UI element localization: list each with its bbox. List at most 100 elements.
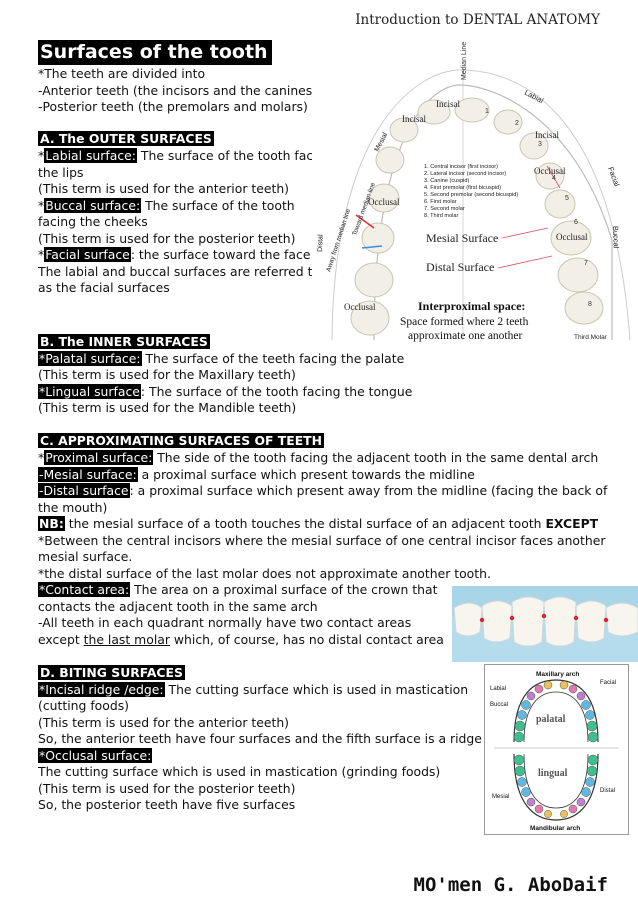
tooth-number: 8 — [588, 301, 592, 308]
tooth — [521, 787, 531, 797]
tooth-number: 6 — [574, 219, 578, 226]
upper-arch — [513, 679, 599, 743]
tooth-left-molar — [354, 262, 394, 298]
tooth — [560, 810, 568, 818]
tooth-numbers: 1 2 3 4 5 6 7 8 — [485, 108, 592, 308]
front-teeth — [453, 596, 638, 647]
contact-note: -All teeth in each quadrant normally hav… — [38, 615, 412, 630]
contact-line: *Contact area: The area on a proximal su… — [38, 582, 438, 597]
facial-term: Facial surface — [44, 247, 131, 262]
occlusal-label: Occlusal — [368, 197, 400, 207]
proximal-line: *Proximal surface: The side of the tooth… — [38, 450, 599, 465]
legend-item: 2. Lateral incisor (second incisor) — [424, 171, 506, 177]
tooth — [587, 754, 599, 766]
tooth — [526, 797, 536, 807]
distal-term: -Distal surface — [38, 483, 130, 498]
contact-area-figure — [452, 586, 638, 662]
interproximal-title: Interproximal space: — [418, 299, 525, 313]
legend-item: 7. Second molar — [424, 206, 465, 212]
lingual-label: lingual — [538, 768, 568, 779]
tooth-number: 3 — [538, 141, 542, 148]
incisal-label: Incisal — [535, 130, 559, 140]
contact-dots — [479, 613, 609, 623]
tooth-legend: 1. Central incisor (first incisor) 2. La… — [424, 164, 518, 219]
lingual-line: *Lingual surface: The surface of the too… — [38, 383, 413, 399]
lower-teeth — [513, 754, 599, 818]
tooth — [575, 600, 607, 643]
distal-label: Distal — [317, 234, 325, 252]
tooth — [481, 600, 513, 643]
section-b-heading: B. The INNER SURFACES — [38, 334, 210, 349]
facial-line: *Facial surface: the surface toward the … — [38, 247, 311, 262]
occlusal-term: *Occlusal surface: — [38, 747, 153, 763]
tooth-left-premolar-2 — [361, 222, 395, 254]
occlusal-line: *Occlusal surface: — [38, 747, 153, 765]
buccal-label: Buccal — [490, 702, 508, 708]
tooth — [514, 765, 526, 777]
lingual-term: *Lingual surface — [38, 383, 141, 399]
facial-summary: The labial and buccal surfaces are refer… — [38, 263, 321, 279]
tooth-first-molar — [550, 220, 592, 256]
pointer-lines — [497, 165, 561, 269]
distal-line: -Distal surface: a proximal surface whic… — [38, 483, 608, 498]
nb-label: NB: — [38, 516, 65, 531]
mandibular-arch-label: Mandibular arch — [530, 825, 580, 832]
author-signature: MO'men G. AboDaif — [413, 874, 608, 896]
mesial-line: -Mesial surface: a proximal surface whic… — [38, 466, 475, 482]
labial-line: *Labial surface: The surface of the toot… — [38, 148, 325, 163]
tooth — [568, 684, 578, 694]
mesial-label: Mesial — [492, 794, 509, 800]
page-title: Surfaces of the tooth — [38, 40, 272, 65]
legend-item: 4. First premolar (first bicuspid) — [424, 185, 501, 191]
buccal-line: *Buccal surface: The surface of the toot… — [38, 197, 295, 213]
occlusal-summary: So, the posterior teeth have five surfac… — [38, 797, 296, 812]
intro-line: -Posterior teeth (the premolars and mola… — [38, 99, 308, 114]
palatal-term: *Palatal surface: — [38, 350, 142, 366]
palatal-note: (This term is used for the Maxillary tee… — [38, 367, 296, 382]
tooth — [511, 596, 545, 647]
tooth — [586, 720, 598, 732]
lingual-note: (This term is used for the Mandible teet… — [38, 400, 297, 415]
palatal-line: *Palatal surface: The surface of the tee… — [38, 350, 405, 366]
tooth-number: 2 — [515, 120, 519, 127]
intro-line: -Anterior teeth (the incisors and the ca… — [38, 82, 318, 98]
incisal-label: Incisal — [402, 114, 426, 124]
tooth — [453, 602, 483, 637]
tooth — [586, 765, 598, 777]
exception-line: mesial surface. — [38, 549, 133, 564]
labial-label: Labial — [490, 686, 506, 692]
tooth — [513, 754, 525, 766]
buccal-note: (This term is used for the posterior tee… — [38, 230, 296, 246]
tooth — [576, 797, 586, 807]
tooth — [585, 777, 595, 787]
occlusal-label: Occlusal — [534, 166, 566, 176]
mesial-term: -Mesial surface: — [38, 466, 138, 482]
distal-marker — [361, 245, 383, 249]
tooth — [526, 691, 536, 701]
occlusal-def: The cutting surface which is used in mas… — [38, 764, 441, 779]
tooth — [534, 804, 544, 814]
section-a-heading: A. The OUTER SURFACES — [38, 131, 214, 146]
tooth-number: 5 — [565, 195, 569, 202]
tooth — [585, 710, 595, 720]
contact-term: *Contact area: — [38, 582, 131, 597]
tooth-lateral-incisor — [493, 109, 523, 135]
legend-item: 5. Second premolar (second bicuspid) — [424, 192, 518, 198]
incisal-line: *Incisal ridge /edge: The cutting surfac… — [38, 681, 469, 697]
labial-term: Labial surface: — [44, 148, 137, 163]
dental-arch-figure: Median Line Labial — [312, 40, 638, 346]
occlusal-note: (This term is used for the posterior tee… — [38, 780, 296, 796]
lower-arch-inner — [523, 753, 589, 809]
tooth — [543, 680, 553, 690]
arches-figure: Maxillary arch Labial Facial Buccal pala… — [484, 664, 629, 835]
tooth-left-premolar — [368, 183, 400, 213]
tooth — [514, 720, 526, 732]
proximal-term: Proximal surface: — [44, 450, 154, 465]
facial-arch-curve — [331, 69, 631, 341]
tooth-third-molar — [564, 291, 604, 325]
facial-summary: as the facial surfaces — [38, 280, 170, 295]
mesial-marker — [355, 214, 375, 229]
incisal-summary: So, the anterior teeth have four surface… — [38, 731, 482, 746]
contact-dot — [573, 615, 579, 621]
legend-item: 1. Central incisor (first incisor) — [424, 164, 498, 170]
